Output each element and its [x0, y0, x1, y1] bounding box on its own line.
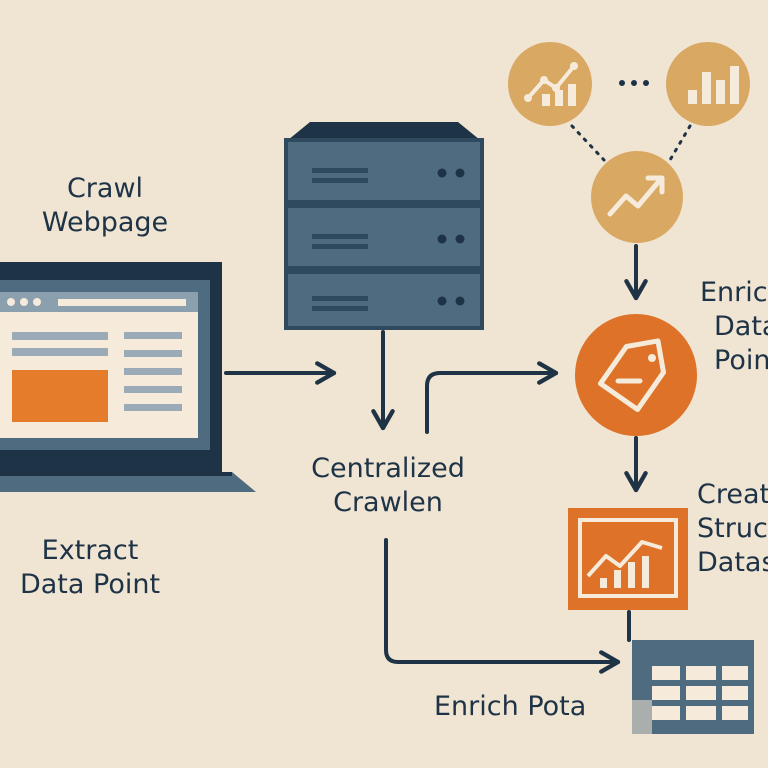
label-extract-data-point: Extract Data Point — [0, 534, 180, 602]
label-line: Extract — [41, 535, 139, 566]
label-line: Poin — [714, 345, 768, 376]
label-enrich-pota: Enrich Pota — [434, 691, 587, 722]
label-create-structured-dataset: Creat Struc Datas — [697, 478, 768, 580]
label-line: Struc — [697, 513, 768, 544]
label-centralized-crawler: Centralized Crawlen — [288, 452, 488, 520]
bar-chart-icon — [666, 42, 750, 126]
spreadsheet-table-icon — [632, 640, 754, 734]
trend-up-icon — [591, 151, 683, 243]
server-rack-icon — [284, 122, 484, 330]
arrow-crawler-to-table — [384, 538, 621, 674]
laptop-webpage-icon — [0, 262, 256, 492]
arrow-to-enrich — [425, 361, 559, 434]
label-enrich-data-point: Enric Data Poin — [700, 276, 768, 378]
label-line: Centralized — [311, 453, 465, 484]
label-line: Crawlen — [333, 487, 443, 518]
label-line: Datas — [697, 547, 768, 578]
label-crawl-webpage: Crawl Webpage — [20, 172, 190, 240]
flow-arrows — [224, 244, 648, 674]
label-line: Enric — [700, 277, 768, 308]
growth-chart-icon — [568, 508, 688, 610]
tag-icon — [575, 314, 697, 436]
line-chart-icon — [508, 42, 592, 126]
label-line: Data Point — [19, 569, 161, 600]
label-line: Creat — [697, 479, 768, 510]
label-line: Webpage — [41, 207, 169, 238]
label-line: Data — [714, 311, 768, 342]
connector-dots — [619, 80, 649, 86]
label-line: Crawl — [66, 173, 144, 204]
